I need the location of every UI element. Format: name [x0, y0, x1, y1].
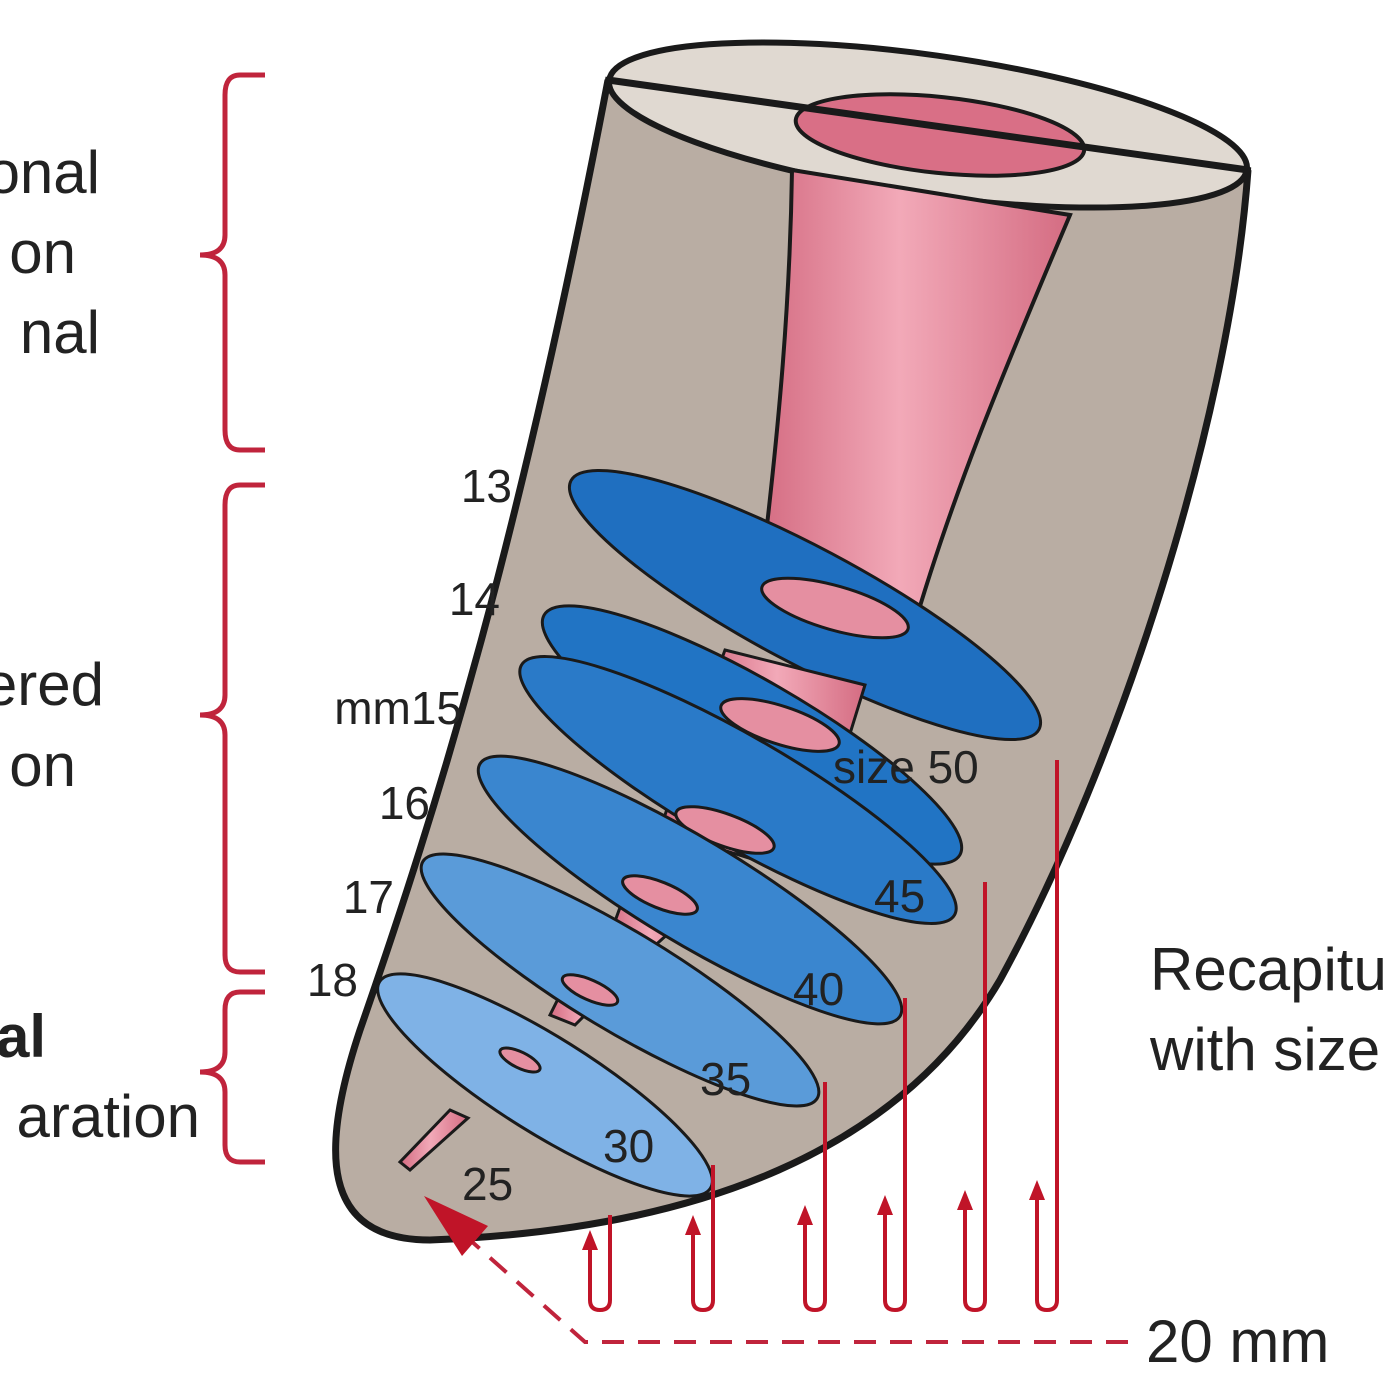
- arrowhead-35: [797, 1205, 813, 1225]
- working-length-label: 20 mm: [1146, 1308, 1329, 1375]
- disc-16: [476, 754, 904, 1026]
- arrowhead-50: [1029, 1180, 1045, 1200]
- arrowhead-40: [877, 1195, 893, 1215]
- arrowhead-45: [957, 1190, 973, 1210]
- tapered-label-line-1: ered: [0, 651, 104, 718]
- depth-mark-14: 14: [449, 573, 500, 625]
- disc-17: [419, 852, 821, 1108]
- root-outline: [332, 76, 1252, 1244]
- working-length-dashed-line: [468, 1238, 1128, 1344]
- recapitulation-text-line-1: Recapitu: [1150, 936, 1387, 1003]
- apical-label-line-2: aration: [17, 1083, 200, 1150]
- tapered-label-line-2: on: [9, 732, 76, 799]
- file-size-25: 25: [462, 1158, 513, 1210]
- depth-mark-18: 18: [307, 954, 358, 1006]
- recap-arrow-35: [803, 1082, 827, 1313]
- arrowhead-25: [582, 1230, 598, 1250]
- file-size-50: size 50: [833, 741, 979, 793]
- canal-apical-tip: [397, 1108, 471, 1172]
- file-size-45: 45: [874, 870, 925, 922]
- brace-tapered: [199, 482, 265, 975]
- depth-mark-13: 13: [461, 460, 512, 512]
- recap-arrow-30: [691, 1165, 715, 1313]
- file-size-35: 35: [700, 1053, 751, 1105]
- recap-arrow-40: [883, 998, 907, 1313]
- recapitulation-text-line-2: with size: [1149, 1016, 1380, 1083]
- recap-arrow-45: [963, 882, 987, 1313]
- working-length-arrowhead: [424, 1196, 488, 1256]
- apical-label-line-1: al: [0, 1003, 46, 1070]
- recapitulation-arrows: [588, 760, 1059, 1313]
- coronal-label-line-3: nal: [20, 299, 100, 366]
- recap-arrow-25: [588, 1215, 612, 1313]
- recapitulation-arrowheads: [582, 1180, 1045, 1250]
- brace-coronal: [199, 72, 265, 453]
- file-size-40: 40: [793, 963, 844, 1015]
- file-size-30: 30: [603, 1120, 654, 1172]
- canal-step-16: [621, 874, 699, 916]
- canal-step-15: [674, 805, 776, 855]
- canal-step-14: [719, 697, 841, 753]
- canal-step-13: [760, 576, 910, 640]
- canal-step-17: [560, 973, 620, 1007]
- depth-mark-17: 17: [343, 871, 394, 923]
- coronal-label-line-2: on: [9, 219, 76, 286]
- arrowhead-30: [685, 1215, 701, 1235]
- brace-apical: [199, 989, 265, 1165]
- coronal-label-line-1: onal: [0, 139, 100, 206]
- canal-step-18: [498, 1046, 542, 1074]
- depth-mark-15: mm15: [334, 682, 462, 734]
- recap-arrow-50: [1035, 760, 1059, 1313]
- depth-mark-16: 16: [379, 777, 430, 829]
